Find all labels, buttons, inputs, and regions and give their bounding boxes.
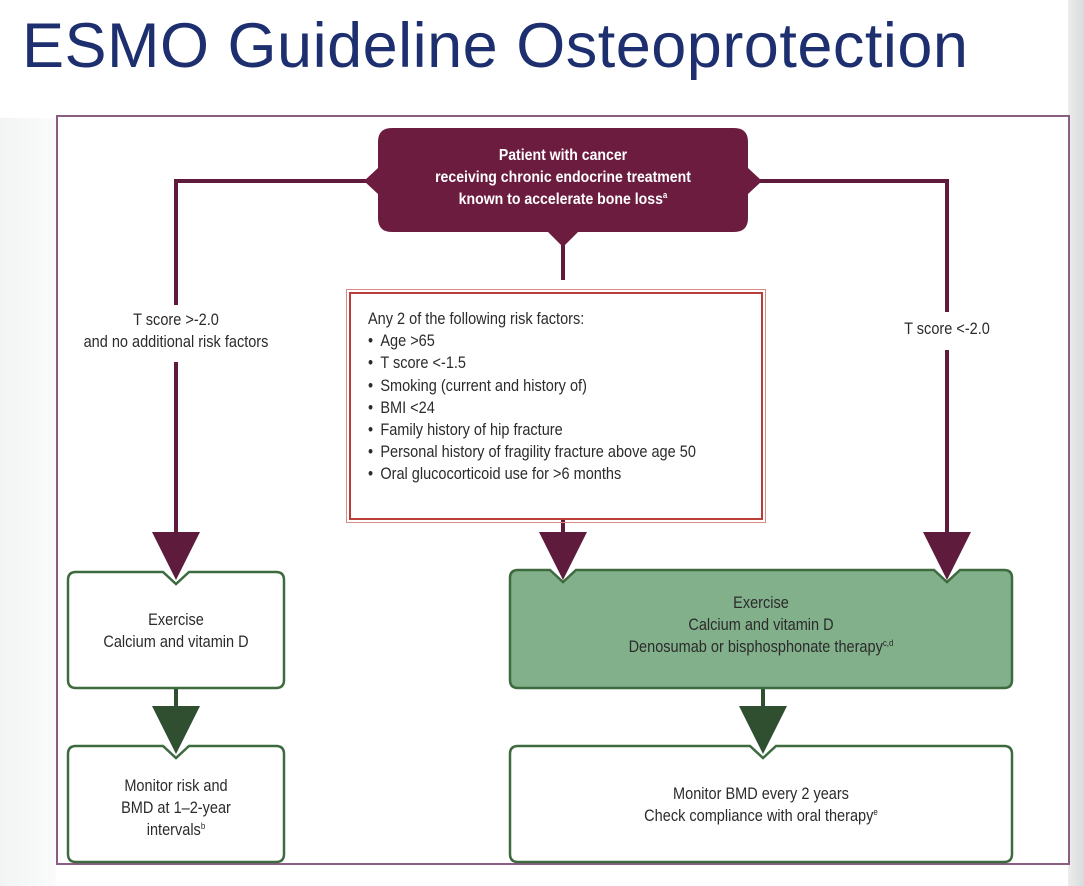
right-treatment-line1: Exercise [733,594,789,612]
slide-title: ESMO Guideline Osteoprotection [22,11,969,81]
left-exercise-line1: Exercise [148,611,204,629]
left-margin-shade [0,118,56,886]
right-treatment-line2: Calcium and vitamin D [688,616,834,634]
risk-factor-item: Smoking (current and history of) [368,375,738,397]
left-monitor-text: Monitor risk and BMD at 1–2-year interva… [81,775,271,841]
right-monitor-line2: Check compliance with oral therapy [644,807,874,825]
connector-top-to-right [760,179,949,312]
connector-top-to-left [174,179,366,305]
risk-factors-content: Any 2 of the following risk factors: Age… [368,308,738,486]
risk-factor-item: BMI <24 [368,397,738,419]
right-branch-label: T score <-2.0 [876,318,1018,340]
right-monitor-box [508,744,1014,864]
right-label-line1: T score <-2.0 [904,320,990,338]
right-monitor-footnote: e [873,807,878,817]
risk-factor-item: Family history of hip fracture [368,419,738,441]
left-label-line1: T score >-2.0 [133,311,219,329]
left-exercise-box [66,570,286,690]
top-box-line2: receiving chronic endocrine treatment [435,169,691,186]
risk-factor-item: Age >65 [368,330,738,352]
left-exercise-line2: Calcium and vitamin D [103,633,249,651]
left-label-line2: and no additional risk factors [83,333,269,351]
left-branch-label: T score >-2.0 and no additional risk fac… [70,309,282,353]
left-monitor-line3: intervals [146,821,201,839]
right-treatment-line3: Denosumab or bisphosphonate therapy [628,638,883,656]
right-treatment-box [508,568,1014,690]
right-monitor-text: Monitor BMD every 2 years Check complian… [540,783,982,827]
risk-factor-item: Oral glucocorticoid use for >6 months [368,463,738,485]
right-treatment-text: Exercise Calcium and vitamin D Denosumab… [540,592,982,658]
top-box-line3: known to accelerate bone loss [458,191,663,208]
top-box-text: Patient with cancer receiving chronic en… [400,145,726,211]
top-box-footnote: a [662,190,668,200]
risk-factors-list: Age >65 T score <-1.5 Smoking (current a… [368,330,738,486]
right-monitor-line1: Monitor BMD every 2 years [673,785,849,803]
top-patient-box [364,128,762,247]
risk-factor-item: Personal history of fragility fracture a… [368,441,738,463]
right-monitor-line2-wrap: Check compliance with oral therapye [540,805,982,827]
top-box-line3-wrap: known to accelerate bone lossa [400,189,726,211]
right-margin-shade [1068,0,1084,886]
left-exercise-text: Exercise Calcium and vitamin D [81,609,271,653]
left-monitor-line3-wrap: intervalsb [81,819,271,841]
risk-factor-item: T score <-1.5 [368,352,738,374]
left-monitor-line1: Monitor risk and [124,777,228,795]
top-box-line1: Patient with cancer [498,147,628,164]
right-treatment-footnote: c,d [882,638,894,648]
left-monitor-footnote: b [200,821,206,831]
left-monitor-box [66,744,286,864]
left-monitor-line2: BMD at 1–2-year [121,799,231,817]
right-treatment-line3-wrap: Denosumab or bisphosphonate therapyc,d [540,636,982,658]
risk-factors-heading: Any 2 of the following risk factors: [368,310,585,328]
